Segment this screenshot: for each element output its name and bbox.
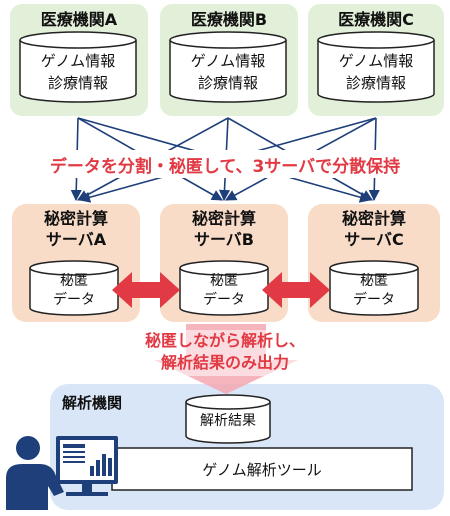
hospital-b-database-icon [169, 31, 287, 103]
server-a-title-line2: サーバA [45, 230, 107, 249]
server-b-database-icon [179, 260, 269, 316]
server-c-data-line2: データ [353, 292, 395, 308]
hospital-c-database-icon [317, 31, 435, 103]
server-a-title-line1: 秘密計算 [43, 209, 108, 228]
compute-caption-line2: 解析結果のみ出力 [160, 353, 289, 372]
genome-tool-label: ゲノム解析ツール [202, 461, 322, 479]
genome-tool-box [111, 447, 413, 491]
server-b-data: 秘匿 データ [180, 272, 268, 310]
server-b-data-line2: データ [203, 292, 245, 308]
server-b-title: 秘密計算 サーバB [160, 208, 288, 250]
hospital-b-genome-label: ゲノム情報 [190, 52, 266, 70]
server-c-title-line2: サーバC [344, 230, 404, 249]
server-b-title-line1: 秘密計算 [191, 209, 256, 228]
result-database-icon [185, 394, 271, 444]
server-c-title-line1: 秘密計算 [341, 209, 406, 228]
server-c-title: 秘密計算 サーバC [308, 208, 440, 250]
server-a-data-line1: 秘匿 [60, 273, 88, 289]
hospital-c-genome-label: ゲノム情報 [338, 52, 414, 70]
hospital-a-database-icon [19, 31, 137, 103]
hospital-a-clinical-label: 診療情報 [47, 74, 108, 92]
compute-caption-line1: 秘匿しながら解析し、 [144, 331, 305, 350]
server-a-data-line2: データ [53, 292, 95, 308]
hospital-b-clinical-label: 診療情報 [197, 74, 258, 92]
hospital-b-data: ゲノム情報 診療情報 [170, 50, 286, 94]
hospital-c-data: ゲノム情報 診療情報 [318, 50, 434, 94]
hospital-c-title: 医療機関C [338, 10, 414, 29]
hospital-a-data: ゲノム情報 診療情報 [20, 50, 136, 94]
hospital-b-title: 医療機関B [190, 10, 268, 29]
server-a-database-icon [29, 260, 119, 316]
compute-caption-band [120, 330, 330, 376]
caption-band [8, 150, 442, 178]
hospital-a-title: 医療機関A [40, 10, 118, 29]
hospital-c-clinical-label: 診療情報 [345, 74, 406, 92]
analysis-title: 解析機関 [62, 394, 123, 412]
server-a-title: 秘密計算 サーバA [12, 208, 140, 250]
hospital-a-genome-label: ゲノム情報 [40, 52, 116, 70]
result-label: 解析結果 [200, 413, 256, 429]
server-a-data: 秘匿 データ [30, 272, 118, 310]
server-b-title-line2: サーバB [193, 230, 255, 249]
compute-caption: 秘匿しながら解析し、 解析結果のみ出力 [0, 330, 450, 374]
server-c-data: 秘匿 データ [330, 272, 418, 310]
server-b-data-line1: 秘匿 [210, 273, 238, 289]
server-c-data-line1: 秘匿 [360, 273, 388, 289]
split-caption: データを分割・秘匿して、3サーバで分散保持 [49, 157, 401, 177]
server-b-c-sync-arrow [262, 272, 330, 308]
server-c-database-icon [329, 260, 419, 316]
server-a-b-sync-arrow [112, 272, 180, 308]
analyst-at-computer-icon [6, 436, 118, 510]
